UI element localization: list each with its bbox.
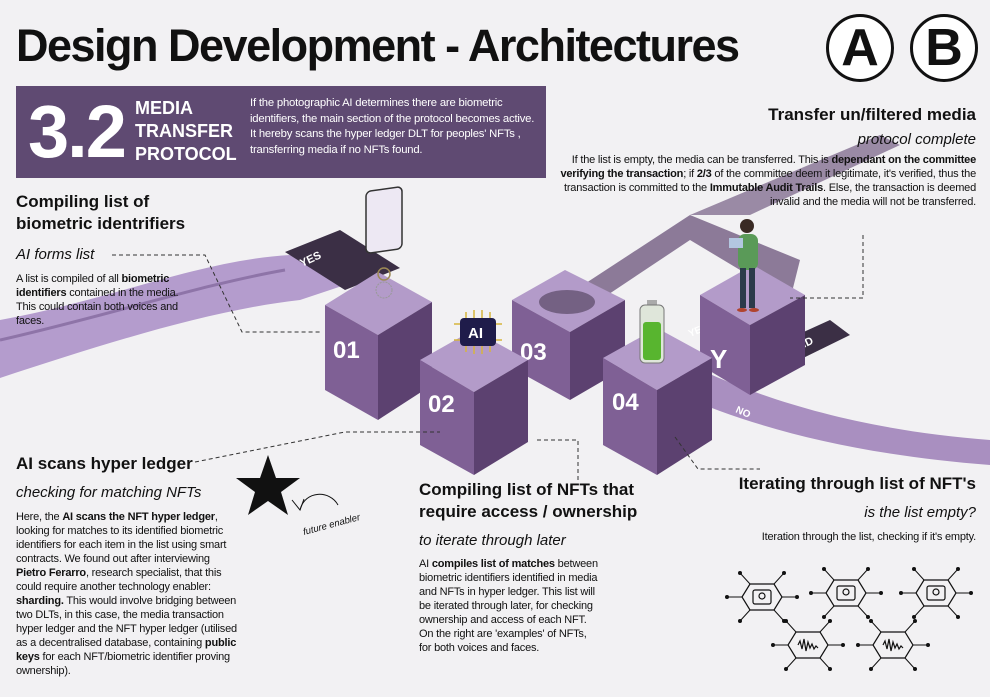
compiling-section: Compiling list of biometric identrifiers…: [16, 191, 216, 328]
cube-01-label: 01: [333, 337, 360, 364]
note-arrow-head: [291, 498, 305, 512]
cube-04-label: 04: [612, 389, 639, 416]
protocol-name-line-1: MEDIA: [135, 98, 193, 118]
nft-voice-2: [856, 619, 930, 671]
cube-y-label: Y: [710, 344, 727, 374]
star-icon: [236, 455, 300, 515]
compiling-body: A list is compiled of all biometric iden…: [16, 272, 196, 328]
entry-path-edge: [0, 268, 286, 342]
battery-icon: [639, 300, 665, 364]
transfer-subtitle: protocol complete: [857, 131, 976, 148]
future-enabler-note: future enabler: [302, 512, 362, 538]
page-title: Design Development - Architectures: [16, 20, 740, 71]
scans-body-2: AI scans the NFT hyper ledger: [62, 511, 215, 523]
iterating-subtitle: is the list empty?: [864, 504, 976, 521]
compiling-body-2: biometric identifiers: [16, 273, 170, 299]
badge-a: A: [826, 14, 894, 82]
entry-path: [0, 255, 345, 378]
scans-subtitle: checking for matching NFTs: [16, 484, 202, 501]
cube-02: 02: [420, 330, 528, 475]
scans-body-1: Here, the: [16, 511, 63, 523]
scans-body-4: Pietro Ferarro: [16, 567, 86, 579]
compiling-title: Compiling list of biometric identrifiers: [16, 192, 186, 233]
compiling-body-3: contained in the media. This could conta…: [16, 287, 179, 327]
note-arrow: [299, 493, 339, 511]
transfer-body-5: of the committee deem it legitimate, it'…: [563, 168, 976, 194]
protocol-name-line-2: TRANSFER: [135, 121, 233, 141]
transfer-body-4: 2/3: [696, 168, 712, 180]
compiling-subtitle: AI forms list: [16, 246, 95, 263]
transfer-body-3: ; if: [683, 168, 697, 180]
transfer-title: Transfer un/filtered media: [768, 105, 976, 124]
nfts-body: AI compiles list of matches between biom…: [419, 557, 599, 655]
transfer-body: If the list is empty, the media can be t…: [536, 153, 976, 209]
nft-voice-1: [771, 619, 845, 671]
iterating-section: Iterating through list of NFT's is the l…: [676, 473, 977, 544]
protocol-number: 3.2: [28, 90, 127, 173]
yes-ramp: [285, 230, 400, 290]
no-path: [680, 360, 990, 465]
iterating-title: Iterating through list of NFT's: [738, 474, 976, 493]
nfts-body-3: between biometric identifiers identified…: [419, 558, 598, 654]
scans-body-7: This would involve bridging between two …: [16, 595, 237, 649]
protocol-name: MEDIA TRANSFER PROTOCOL: [135, 97, 237, 166]
nfts-body-1: AI: [419, 558, 432, 570]
transfer-body-6: Immutable Audit Trails: [709, 182, 823, 194]
nft-face-3: [899, 567, 973, 619]
connector-lines: [112, 235, 864, 480]
scans-body-5: , research specialist, that this could r…: [16, 567, 222, 593]
scans-body-8: public keys: [16, 637, 237, 663]
scans-body-9: for each NFT/biometric identifier provin…: [16, 651, 230, 677]
nfts-title: Compiling list of NFTs that require acce…: [419, 480, 638, 521]
nft-face-1: [725, 571, 799, 623]
scans-body-6: sharding.: [16, 595, 64, 607]
iterating-body: Iteration through the list, checking if …: [761, 531, 976, 543]
transfer-body-2: dependant on the committee verifying the…: [560, 154, 976, 180]
nft-examples: [725, 567, 973, 671]
person-icon: [729, 219, 759, 312]
nfts-body-2: compiles list of matches: [431, 558, 555, 570]
protocol-description: If the photographic AI determines there …: [250, 97, 535, 156]
scans-section: AI scans hyper ledger checking for match…: [16, 453, 241, 678]
ai-chip-label: AI: [468, 325, 483, 342]
scans-body-3: , looking for matches to its identified …: [16, 511, 227, 565]
transfer-section: Transfer un/filtered media protocol comp…: [536, 104, 976, 209]
badge-b: B: [910, 14, 978, 82]
nfts-subtitle: to iterate through later: [419, 532, 566, 549]
transfer-body-7: . Else, the transaction is deemed invali…: [769, 182, 976, 208]
protocol-name-line-3: PROTOCOL: [135, 144, 237, 164]
far-path: [690, 135, 900, 215]
protocol-banner: 3.2 MEDIA TRANSFER PROTOCOL If the photogr…: [16, 86, 546, 178]
nft-face-2: [809, 567, 883, 619]
phone-icon: [365, 186, 403, 299]
compiling-body-1: A list is compiled of all: [16, 273, 122, 285]
nfts-section: Compiling list of NFTs that require acce…: [419, 479, 689, 655]
scans-body: Here, the AI scans the NFT hyper ledger,…: [16, 510, 241, 678]
cube-01: 01: [325, 272, 432, 420]
cube-02-label: 02: [428, 391, 455, 418]
ai-chip-icon: AI: [454, 310, 502, 354]
transfer-body-1: If the list is empty, the media can be t…: [571, 154, 832, 166]
scans-title: AI scans hyper ledger: [16, 454, 193, 473]
